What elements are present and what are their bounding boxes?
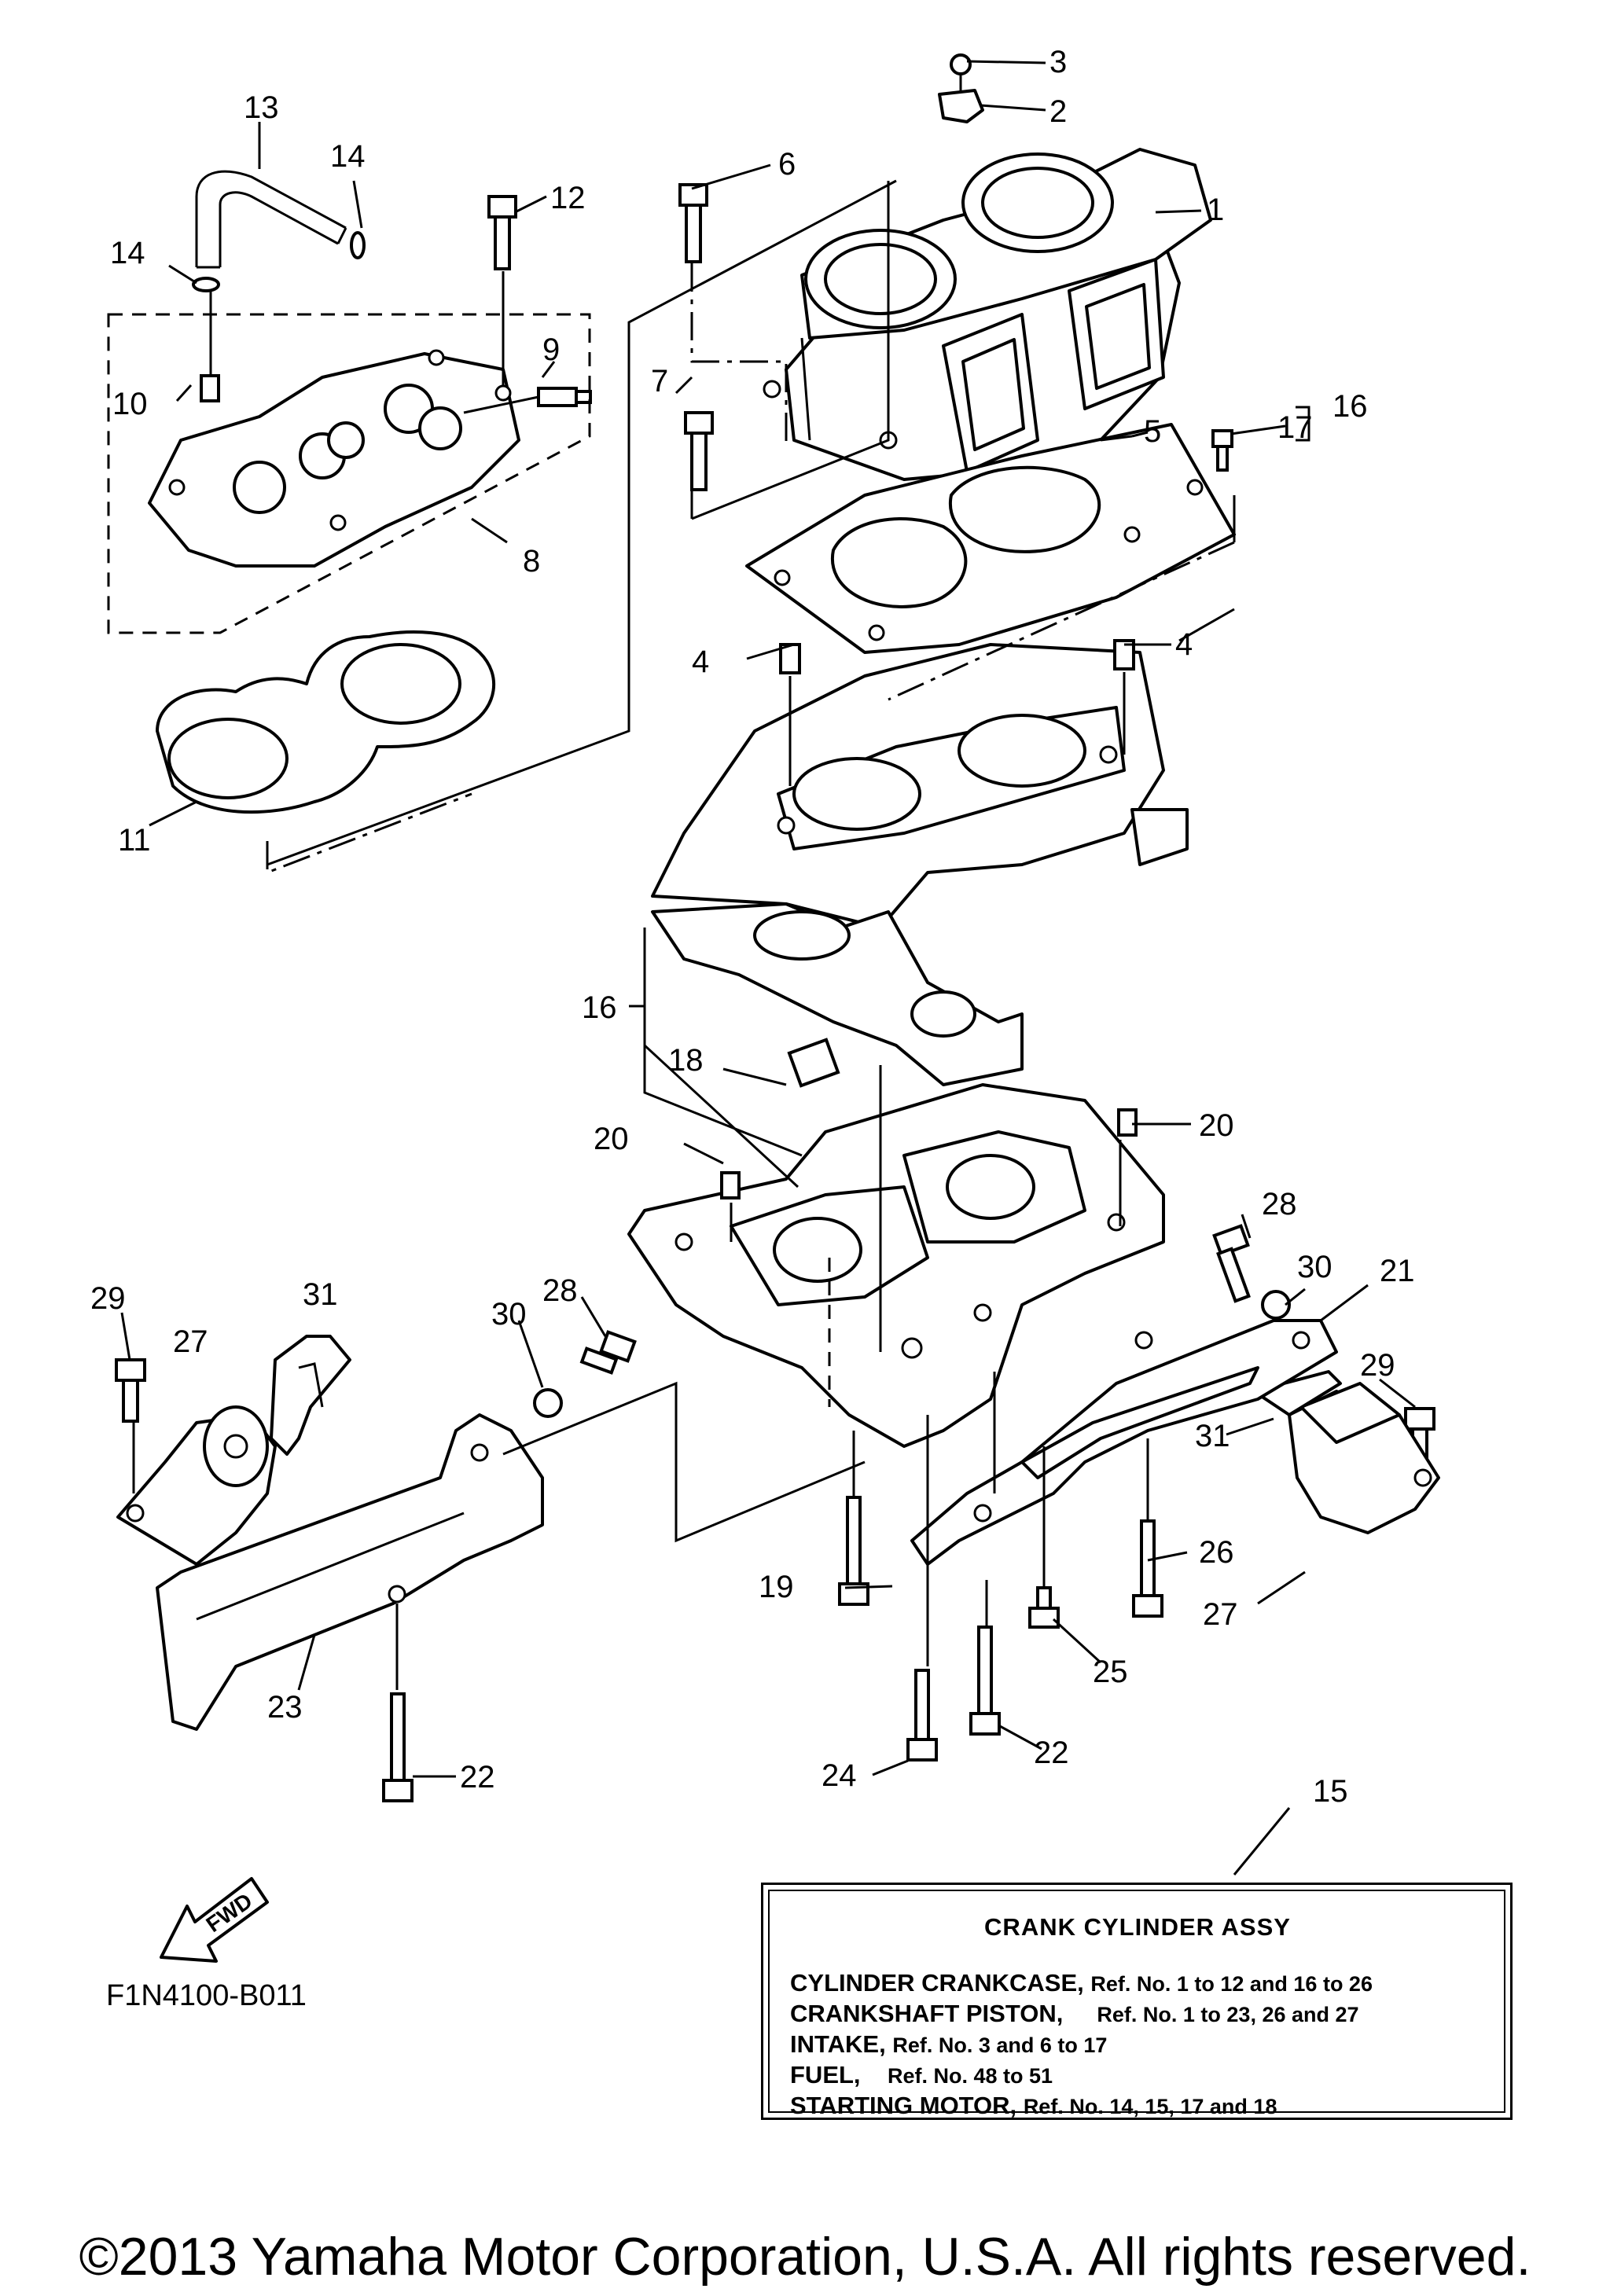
callout-11: 11 xyxy=(118,823,151,858)
callout-4-left: 4 xyxy=(692,645,709,679)
callout-15: 15 xyxy=(1313,1774,1348,1809)
washer-part xyxy=(533,1290,1291,1418)
callout-4-right: 4 xyxy=(1175,627,1193,662)
callout-19: 19 xyxy=(759,1570,794,1604)
head-cover-part xyxy=(148,349,520,568)
assembly-name: CYLINDER CRANKCASE, xyxy=(790,1969,1084,1997)
fwd-arrow-icon xyxy=(160,1877,269,1963)
callout-17: 17 xyxy=(1277,410,1313,445)
alignment-lines xyxy=(132,179,1236,1690)
assembly-refs: Ref. No. 14, 15, 17 and 18 xyxy=(1023,2095,1277,2118)
assembly-refs: Ref. No. 3 and 6 to 17 xyxy=(892,2033,1108,2057)
assembly-info-box: CRANK CYLINDER ASSY CYLINDER CRANKCASE, … xyxy=(761,1883,1513,2120)
leader-lines xyxy=(120,60,1416,1875)
callout-8: 8 xyxy=(523,544,540,579)
assembly-name: INTAKE, xyxy=(790,2030,886,2058)
callout-24: 24 xyxy=(822,1758,857,1793)
callout-numbers: 3 2 1 6 12 13 14 14 9 10 7 8 5 17 16 11 … xyxy=(90,45,1415,1809)
callout-9: 9 xyxy=(542,332,560,367)
callout-1: 1 xyxy=(1207,193,1224,227)
callout-16-mid: 16 xyxy=(582,990,617,1025)
assembly-refs: Ref. No. 1 to 12 and 16 to 26 xyxy=(1090,1972,1373,1996)
hose-part xyxy=(195,170,347,269)
callout-2: 2 xyxy=(1049,94,1067,129)
callout-20-right: 20 xyxy=(1199,1108,1234,1143)
bolt-part xyxy=(115,53,1435,1802)
callout-23: 23 xyxy=(267,1690,303,1725)
diagram-code: F1N4100-B011 xyxy=(106,1979,307,2012)
callout-6: 6 xyxy=(778,147,796,182)
callout-5: 5 xyxy=(1144,414,1161,449)
head-gasket-part xyxy=(156,630,495,814)
assembly-name: FUEL, xyxy=(790,2061,861,2088)
callout-10: 10 xyxy=(112,387,148,421)
assembly-name: STARTING MOTOR, xyxy=(790,2092,1017,2119)
callout-27-right: 27 xyxy=(1203,1597,1238,1632)
engine-mount-part xyxy=(116,1382,1440,1566)
assembly-name: CRANKSHAFT PISTON, xyxy=(790,2000,1064,2027)
assembly-row: CYLINDER CRANKCASE, Ref. No. 1 to 12 and… xyxy=(790,1968,1485,1999)
assembly-row: INTAKE, Ref. No. 3 and 6 to 17 xyxy=(790,2030,1485,2060)
callout-18: 18 xyxy=(668,1043,704,1078)
cylinder-gasket-part xyxy=(745,423,1236,654)
assembly-info-inner: CRANK CYLINDER ASSY CYLINDER CRANKCASE, … xyxy=(768,1890,1505,2119)
callout-30-right: 30 xyxy=(1297,1250,1332,1284)
callout-29-left: 29 xyxy=(90,1281,126,1316)
callout-3: 3 xyxy=(1049,45,1067,79)
assembly-outline xyxy=(107,313,591,634)
assembly-refs: Ref. No. 48 to 51 xyxy=(888,2064,1053,2088)
cylinder-part xyxy=(763,148,1212,481)
callout-28-right: 28 xyxy=(1262,1187,1297,1221)
callout-29-right: 29 xyxy=(1360,1348,1395,1383)
assembly-row: FUEL, Ref. No. 48 to 51 xyxy=(790,2060,1485,2091)
callout-27-left: 27 xyxy=(173,1324,208,1359)
callout-31-left: 31 xyxy=(303,1277,338,1312)
clip-part xyxy=(192,231,366,292)
callout-14-top: 14 xyxy=(330,139,366,174)
callout-28-left: 28 xyxy=(542,1273,578,1308)
callout-22-right: 22 xyxy=(1034,1736,1069,1770)
callout-30-left: 30 xyxy=(491,1297,527,1332)
callout-12: 12 xyxy=(550,181,586,215)
callout-7: 7 xyxy=(651,364,668,399)
callout-22-left: 22 xyxy=(460,1760,495,1795)
plate-part xyxy=(270,1335,1342,1456)
callout-31-right: 31 xyxy=(1195,1419,1230,1453)
callout-13: 13 xyxy=(244,90,279,125)
callout-26: 26 xyxy=(1199,1535,1234,1570)
callout-14-left: 14 xyxy=(110,236,145,270)
callout-25: 25 xyxy=(1093,1655,1128,1689)
callout-20-left: 20 xyxy=(594,1122,629,1156)
upper-crankcase-part xyxy=(651,643,1189,1086)
callout-21: 21 xyxy=(1380,1254,1415,1288)
assembly-row: CRANKSHAFT PISTON, Ref. No. 1 to 23, 26 … xyxy=(790,1999,1485,2030)
lower-crankcase-part xyxy=(627,1083,1165,1448)
assembly-row: STARTING MOTOR, Ref. No. 14, 15, 17 and … xyxy=(790,2091,1485,2122)
callout-16-top: 16 xyxy=(1332,389,1368,424)
assembly-title: CRANK CYLINDER ASSY xyxy=(984,1913,1291,1941)
engine-bracket-part xyxy=(156,1319,1338,1731)
copyright-notice: ©2013 Yamaha Motor Corporation, U.S.A. A… xyxy=(79,2227,1531,2287)
assembly-refs: Ref. No. 1 to 23, 26 and 27 xyxy=(1097,2003,1359,2026)
